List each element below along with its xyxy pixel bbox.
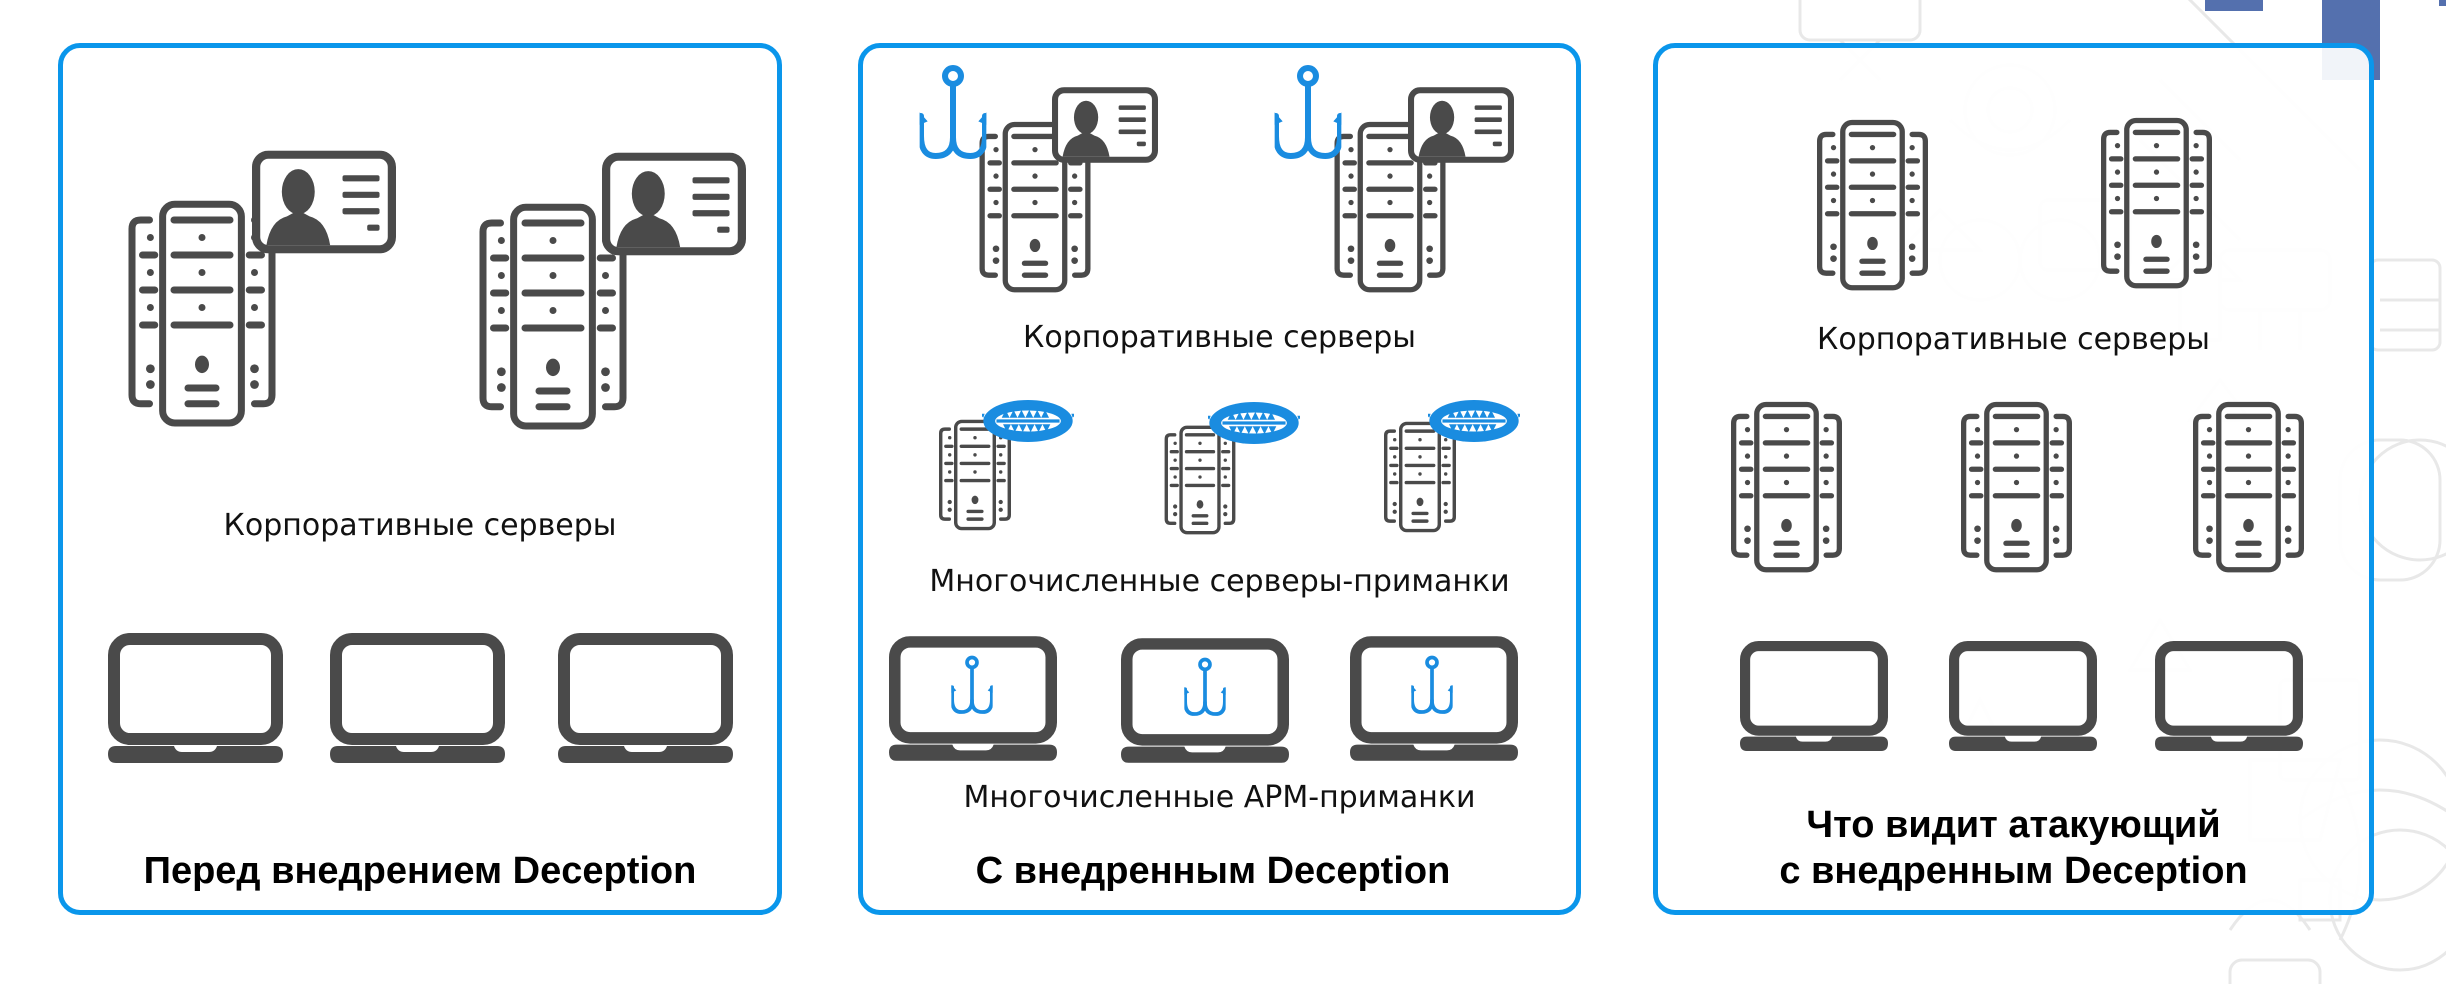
laptop-icon — [558, 633, 733, 763]
fish-hook-icon — [1177, 657, 1233, 719]
server-rack-icon — [1924, 390, 2109, 575]
laptop-icon — [2155, 640, 2303, 752]
decoy-servers-label: Многочисленные серверы-приманки — [929, 564, 1510, 599]
fish-hook-icon — [944, 655, 1000, 717]
panel-attacker-view — [1653, 43, 2374, 915]
corporate-servers-label: Корпоративные серверы — [1817, 322, 2210, 357]
bear-trap-icon — [1208, 399, 1300, 447]
fish-hook-icon — [905, 64, 1001, 164]
server-rack-icon — [1694, 390, 1879, 575]
bear-trap-icon — [982, 397, 1074, 445]
panel-title-line1: Что видит атакующий — [1806, 804, 2221, 846]
corporate-servers-label: Корпоративные серверы — [1023, 320, 1416, 355]
panel-title-line2: с внедренным Deception — [1779, 850, 2248, 892]
panel-title: С внедренным Deception — [975, 850, 1451, 892]
decoy-workstations-label: Многочисленные АРМ-приманки — [963, 780, 1476, 815]
server-rack-icon — [2064, 106, 2249, 291]
id-card-icon — [602, 152, 746, 256]
decorative-bar — [2205, 0, 2263, 11]
decorative-bar — [2439, 0, 2446, 6]
panel-title: Перед внедрением Deception — [143, 850, 697, 892]
laptop-icon — [330, 633, 505, 763]
fish-hook-icon — [1404, 655, 1460, 717]
bear-trap-icon — [1428, 397, 1520, 445]
laptop-icon — [1740, 640, 1888, 752]
id-card-icon — [1408, 87, 1514, 163]
fish-hook-icon — [1260, 64, 1356, 164]
laptop-icon — [108, 633, 283, 763]
id-card-icon — [1052, 87, 1158, 163]
laptop-icon — [1949, 640, 2097, 752]
server-rack-icon — [1780, 108, 1965, 293]
corporate-servers-label: Корпоративные серверы — [223, 508, 617, 543]
id-card-icon — [252, 150, 396, 254]
server-rack-icon — [2156, 390, 2341, 575]
